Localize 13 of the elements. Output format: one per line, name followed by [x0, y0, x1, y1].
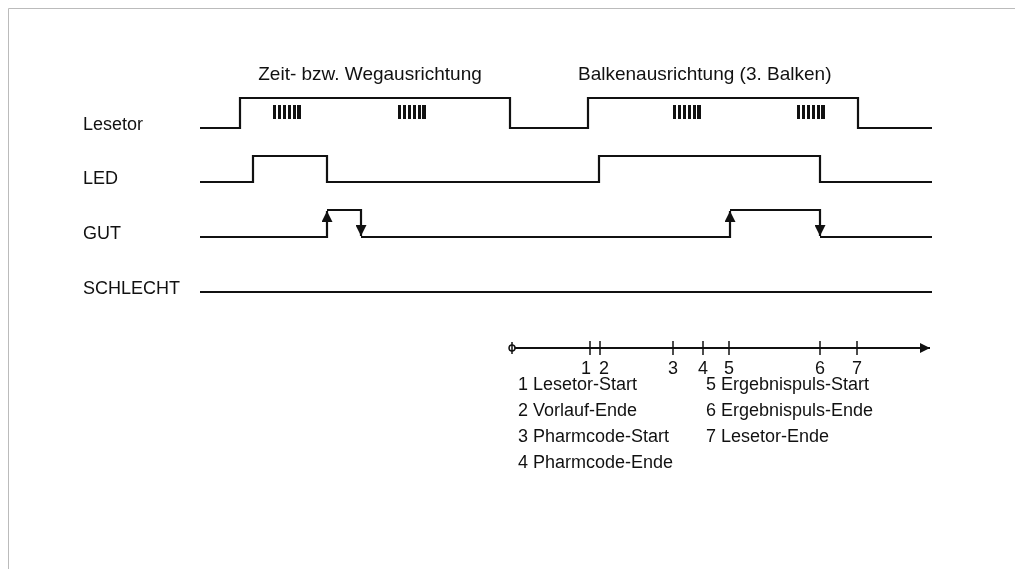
key-entry: 7 Lesetor-Ende: [706, 426, 830, 446]
tick-number: 3: [668, 358, 678, 378]
signal-name: SCHLECHT: [83, 278, 180, 298]
section-heading: Zeit- bzw. Wegausrichtung: [258, 64, 482, 84]
key-entry: 6 Ergebnispuls-Ende: [706, 400, 874, 420]
key-entry: 4 Pharmcode-Ende: [518, 452, 674, 472]
signal-name: GUT: [83, 223, 121, 243]
tick-number: 4: [698, 358, 708, 378]
signal-name: Lesetor: [83, 114, 144, 134]
signal-name: LED: [83, 168, 118, 188]
key-entry: 2 Vorlauf-Ende: [518, 400, 638, 420]
section-heading: Balkenausrichtung (3. Balken): [578, 64, 832, 84]
key-entry: 3 Pharmcode-Start: [518, 426, 670, 446]
